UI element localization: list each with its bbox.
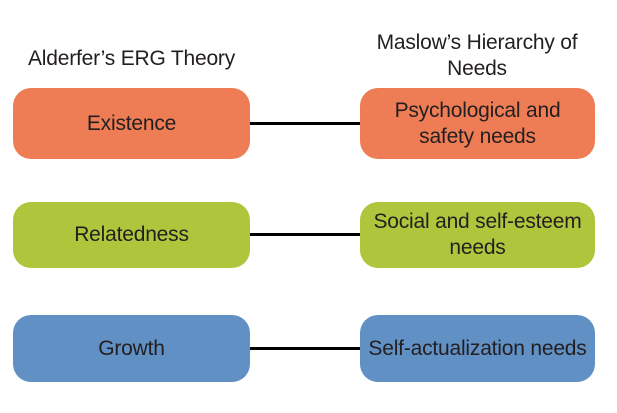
- erg-growth-box: Growth: [13, 315, 250, 382]
- diagram-row-relatedness: Relatedness Social and self-esteem needs: [0, 202, 617, 268]
- erg-relatedness-box: Relatedness: [13, 202, 250, 268]
- left-column-title: Alderfer’s ERG Theory: [27, 47, 236, 70]
- maslow-self-actualization-box: Self-actualization needs: [360, 315, 595, 382]
- erg-existence-box: Existence: [13, 88, 250, 159]
- connector-line: [250, 121, 360, 125]
- right-column-title: Maslow’s Hierarchy of Needs: [376, 31, 578, 80]
- diagram-row-growth: Growth Self-actualization needs: [0, 315, 617, 382]
- maslow-social-esteem-box: Social and self-esteem needs: [360, 202, 595, 268]
- connector-line: [250, 233, 360, 236]
- connector-line: [250, 346, 360, 350]
- diagram-row-existence: Existence Psychological and safety needs: [0, 88, 617, 159]
- maslow-psychological-safety-box: Psychological and safety needs: [360, 88, 595, 159]
